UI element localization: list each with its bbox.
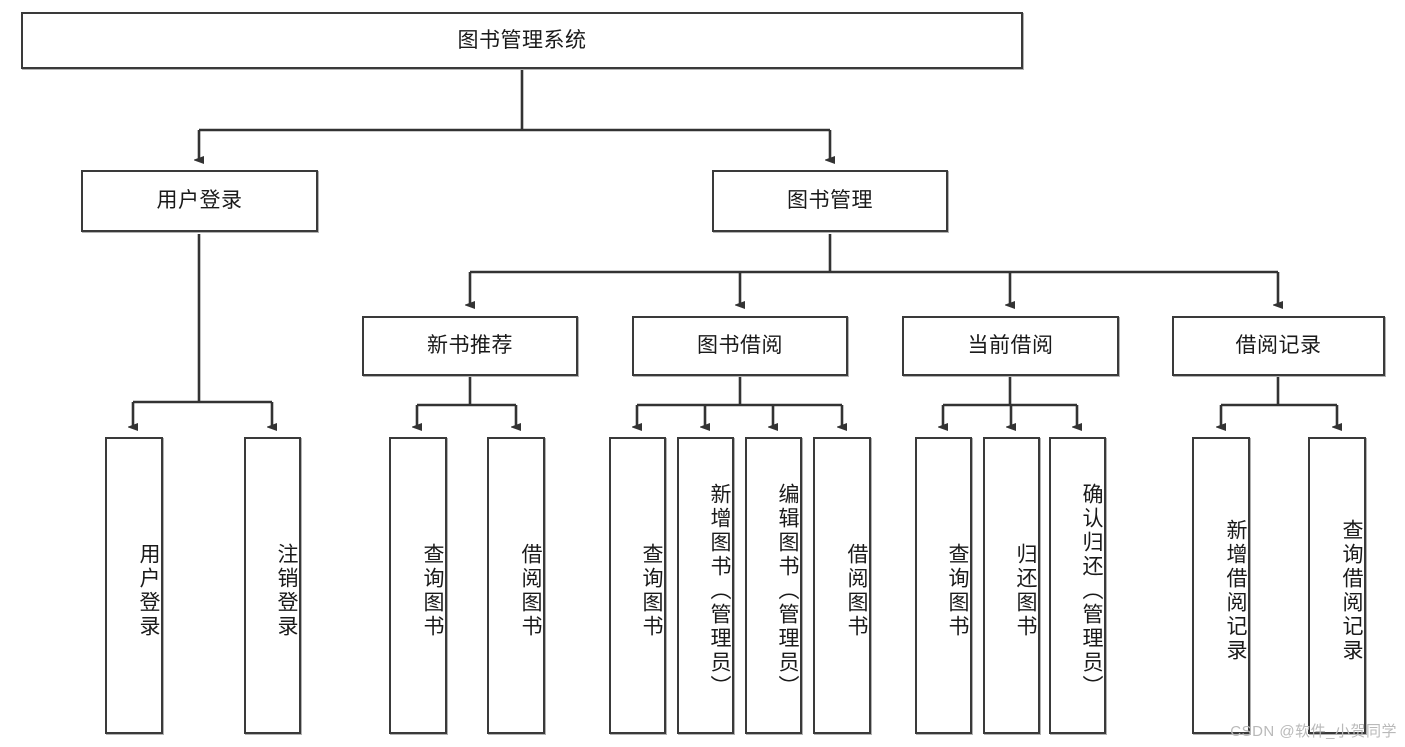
- leaf-record-add-record[interactable]: 新增借阅记录: [1192, 437, 1250, 734]
- leaf-borrow-query-book[interactable]: 查询图书: [609, 437, 666, 734]
- leaf-logout[interactable]: 注销登录: [244, 437, 301, 734]
- leaf-current-query-book[interactable]: 查询图书: [915, 437, 972, 734]
- node-user-login[interactable]: 用户登录: [81, 170, 318, 232]
- node-label: 查询借阅记录: [1340, 518, 1363, 663]
- node-label: 新增借阅记录: [1224, 518, 1247, 663]
- node-label: 新增图书（管理员）: [708, 482, 731, 699]
- leaf-current-return-book[interactable]: 归还图书: [983, 437, 1040, 734]
- node-label: 确认归还（管理员）: [1080, 482, 1103, 699]
- leaf-current-confirm-return-admin[interactable]: 确认归还（管理员）: [1049, 437, 1106, 734]
- node-label: 归还图书: [1014, 542, 1037, 639]
- node-label: 借阅图书: [519, 542, 542, 639]
- node-label: 查询图书: [640, 542, 663, 639]
- node-label: 查询图书: [421, 542, 444, 639]
- leaf-borrow-add-book-admin[interactable]: 新增图书（管理员）: [677, 437, 734, 734]
- leaf-record-query-record[interactable]: 查询借阅记录: [1308, 437, 1366, 734]
- node-label: 注销登录: [275, 542, 298, 639]
- leaf-newbook-borrow-book[interactable]: 借阅图书: [487, 437, 545, 734]
- node-root-system[interactable]: 图书管理系统: [21, 12, 1023, 69]
- leaf-borrow-borrow-book[interactable]: 借阅图书: [813, 437, 871, 734]
- node-label: 当前借阅: [967, 334, 1054, 358]
- node-label: 新书推荐: [427, 334, 513, 358]
- node-label: 图书管理系统: [457, 28, 587, 52]
- node-label: 查询图书: [946, 542, 969, 639]
- node-label: 编辑图书（管理员）: [776, 482, 799, 699]
- node-label: 图书管理: [787, 189, 873, 213]
- leaf-newbook-query-book[interactable]: 查询图书: [389, 437, 447, 734]
- node-label: 用户登录: [156, 189, 243, 213]
- csdn-watermark: CSDN @软件_小贺同学: [1230, 723, 1397, 740]
- node-current-borrow[interactable]: 当前借阅: [902, 316, 1119, 376]
- leaf-borrow-edit-book-admin[interactable]: 编辑图书（管理员）: [745, 437, 802, 734]
- node-label: 借阅记录: [1235, 334, 1322, 358]
- node-borrow-record[interactable]: 借阅记录: [1172, 316, 1385, 376]
- leaf-user-login[interactable]: 用户登录: [105, 437, 163, 734]
- node-label: 图书借阅: [697, 334, 783, 358]
- node-book-management[interactable]: 图书管理: [712, 170, 948, 232]
- node-label: 借阅图书: [845, 542, 868, 639]
- node-label: 用户登录: [137, 542, 160, 639]
- node-book-borrow[interactable]: 图书借阅: [632, 316, 848, 376]
- node-new-book-recommend[interactable]: 新书推荐: [362, 316, 578, 376]
